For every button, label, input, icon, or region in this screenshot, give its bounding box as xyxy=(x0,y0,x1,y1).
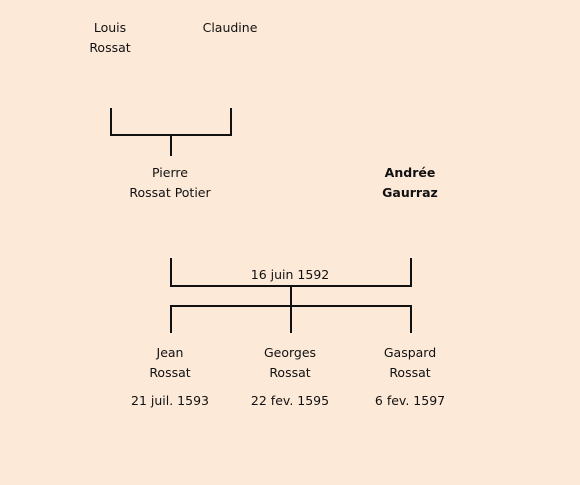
person-first-name: Louis xyxy=(93,20,127,35)
person-first-name: Andrée xyxy=(384,165,436,180)
person-last-name: Rossat Potier xyxy=(129,185,211,200)
person-claudine: Claudine xyxy=(195,18,265,38)
person-last-name: Rossat xyxy=(389,365,431,380)
person-jean-rossat: Jean Rossat xyxy=(130,343,210,383)
person-first-name: Jean xyxy=(156,345,184,360)
person-louis-rossat: Louis Rossat xyxy=(80,18,140,58)
person-georges-rossat: Georges Rossat xyxy=(250,343,330,383)
person-first-name: Pierre xyxy=(152,165,188,180)
person-first-name: Georges xyxy=(263,345,317,360)
person-gaspard-rossat: Gaspard Rossat xyxy=(370,343,450,383)
birth-date-georges: 22 fev. 1595 xyxy=(250,393,330,408)
person-last-name: Rossat xyxy=(89,40,131,55)
person-first-name: Gaspard xyxy=(383,345,437,360)
person-pierre-rossat-potier: Pierre Rossat Potier xyxy=(115,163,225,203)
person-last-name: Gaurraz xyxy=(382,185,438,200)
birth-date-gaspard: 6 fev. 1597 xyxy=(374,393,446,408)
birth-date-jean: 21 juil. 1593 xyxy=(131,393,209,408)
grandparents-bracket xyxy=(110,108,232,136)
person-first-name: Claudine xyxy=(202,20,258,35)
person-last-name: Rossat xyxy=(149,365,191,380)
marriage-date: 16 juin 1592 xyxy=(250,267,330,282)
person-last-name: Rossat xyxy=(269,365,311,380)
person-andree-gaurraz: Andrée Gaurraz xyxy=(370,163,450,203)
